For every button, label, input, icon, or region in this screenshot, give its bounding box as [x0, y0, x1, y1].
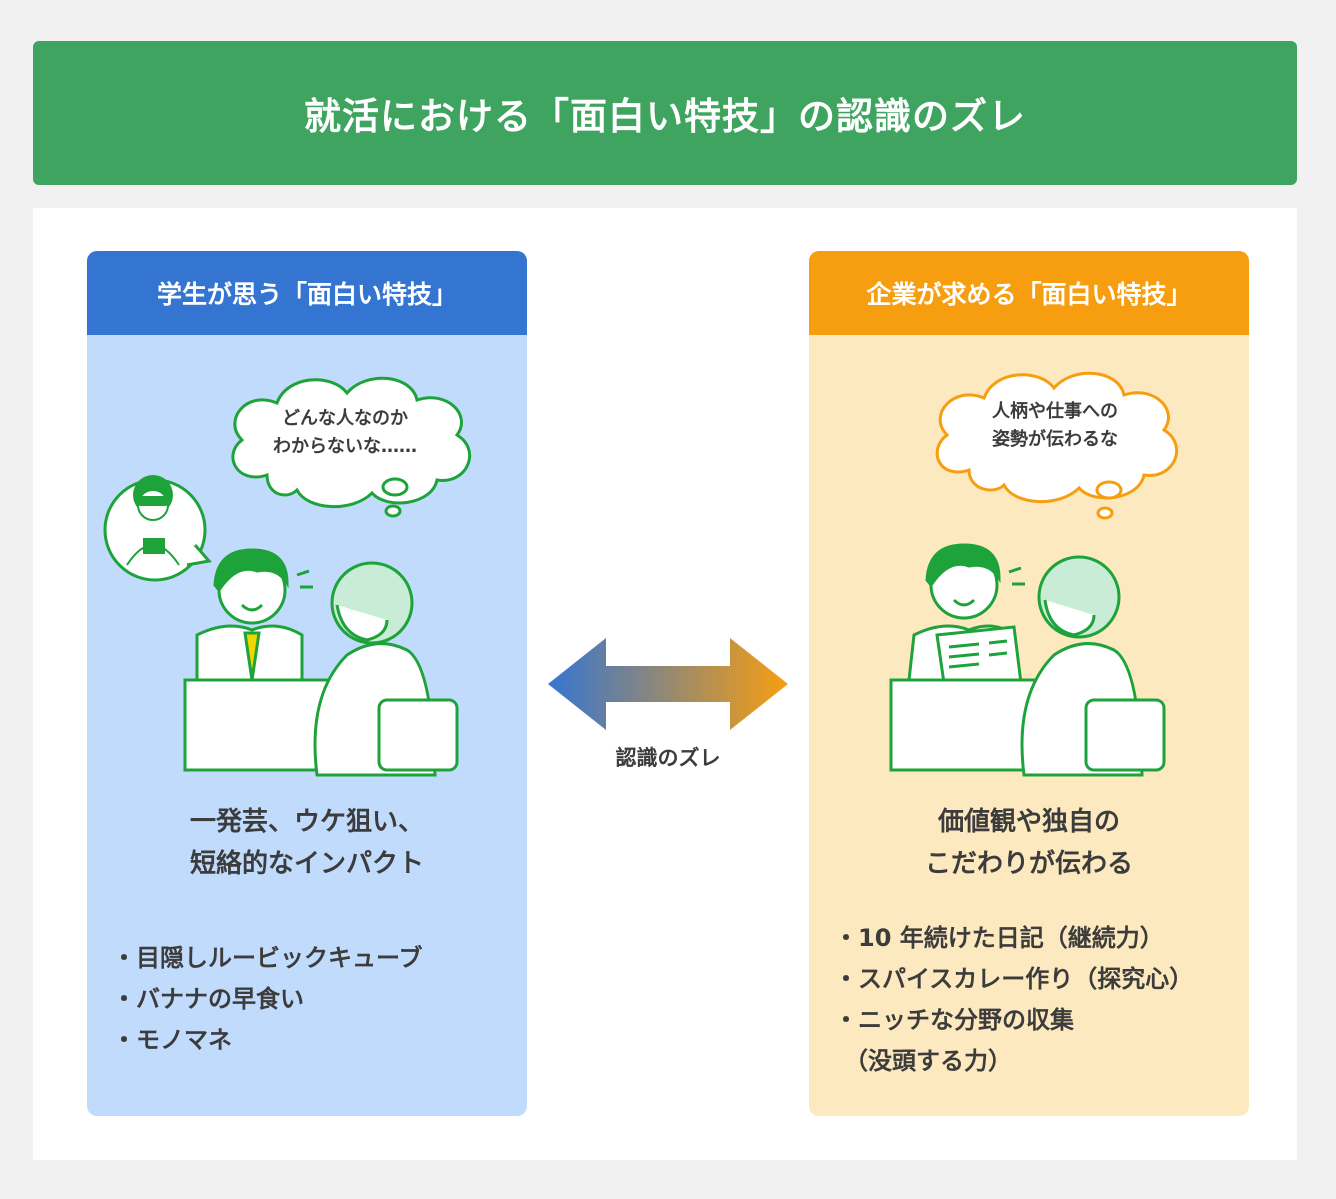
- company-summary: 価値観や独自の こだわりが伝わる: [809, 801, 1249, 885]
- company-panel-heading: 企業が求める「面白い特技」: [809, 251, 1249, 335]
- thought-cloud-icon: [231, 376, 471, 518]
- speech-bubble-icon: [103, 475, 212, 582]
- student-panel-heading: 学生が思う「面白い特技」: [87, 251, 527, 335]
- company-thought-line2: 姿勢が伝わるな: [992, 429, 1118, 450]
- header-banner: 就活における「面白い特技」の認識のズレ: [33, 41, 1297, 185]
- company-thought-text: 人柄や仕事への 姿勢が伝わるな: [940, 398, 1170, 454]
- list-item: ・モノマネ: [112, 1026, 232, 1054]
- student-summary: 一発芸、ウケ狙い、 短絡的なインパクト: [87, 801, 527, 885]
- list-item: （没頭する力）: [844, 1047, 1012, 1075]
- interviewer-figure-icon: [1020, 555, 1166, 777]
- interviewer-figure-icon: [313, 561, 459, 777]
- page-title: 就活における「面白い特技」の認識のズレ: [304, 95, 1026, 138]
- list-item: ・10 年続けた日記（継続力）: [834, 924, 1164, 952]
- student-summary-line2: 短絡的なインパクト: [189, 849, 424, 879]
- student-summary-line1: 一発芸、ウケ狙い、: [189, 807, 424, 837]
- list-item: ・ニッチな分野の収集: [834, 1006, 1074, 1034]
- double-arrow-icon: [548, 638, 788, 730]
- student-thought-text: どんな人なのか わからないな……: [230, 405, 460, 461]
- thought-cloud-icon: [935, 371, 1178, 520]
- gap-label: 認識のズレ: [615, 746, 721, 770]
- student-figure-icon: [195, 548, 313, 682]
- student-thought-line2: わからないな……: [273, 436, 417, 457]
- company-interview-illustration: [889, 371, 1178, 777]
- company-summary-line2: こだわりが伝わる: [924, 849, 1133, 879]
- student-example-list: ・目隠しルービックキューブ ・バナナの早食い ・モノマネ: [112, 938, 423, 1061]
- company-thought-line1: 人柄や仕事への: [992, 401, 1118, 422]
- company-example-list: ・10 年続けた日記（継続力） ・スパイスカレー作り（探究心） ・ニッチな分野の…: [834, 918, 1193, 1082]
- list-item: ・スパイスカレー作り（探究心）: [834, 965, 1194, 993]
- list-item: ・目隠しルービックキューブ: [112, 944, 423, 972]
- list-item: ・バナナの早食い: [112, 985, 304, 1013]
- student-interview-illustration: [103, 376, 471, 777]
- company-summary-line1: 価値観や独自の: [937, 807, 1120, 837]
- student-thought-line1: どんな人なのか: [282, 408, 408, 429]
